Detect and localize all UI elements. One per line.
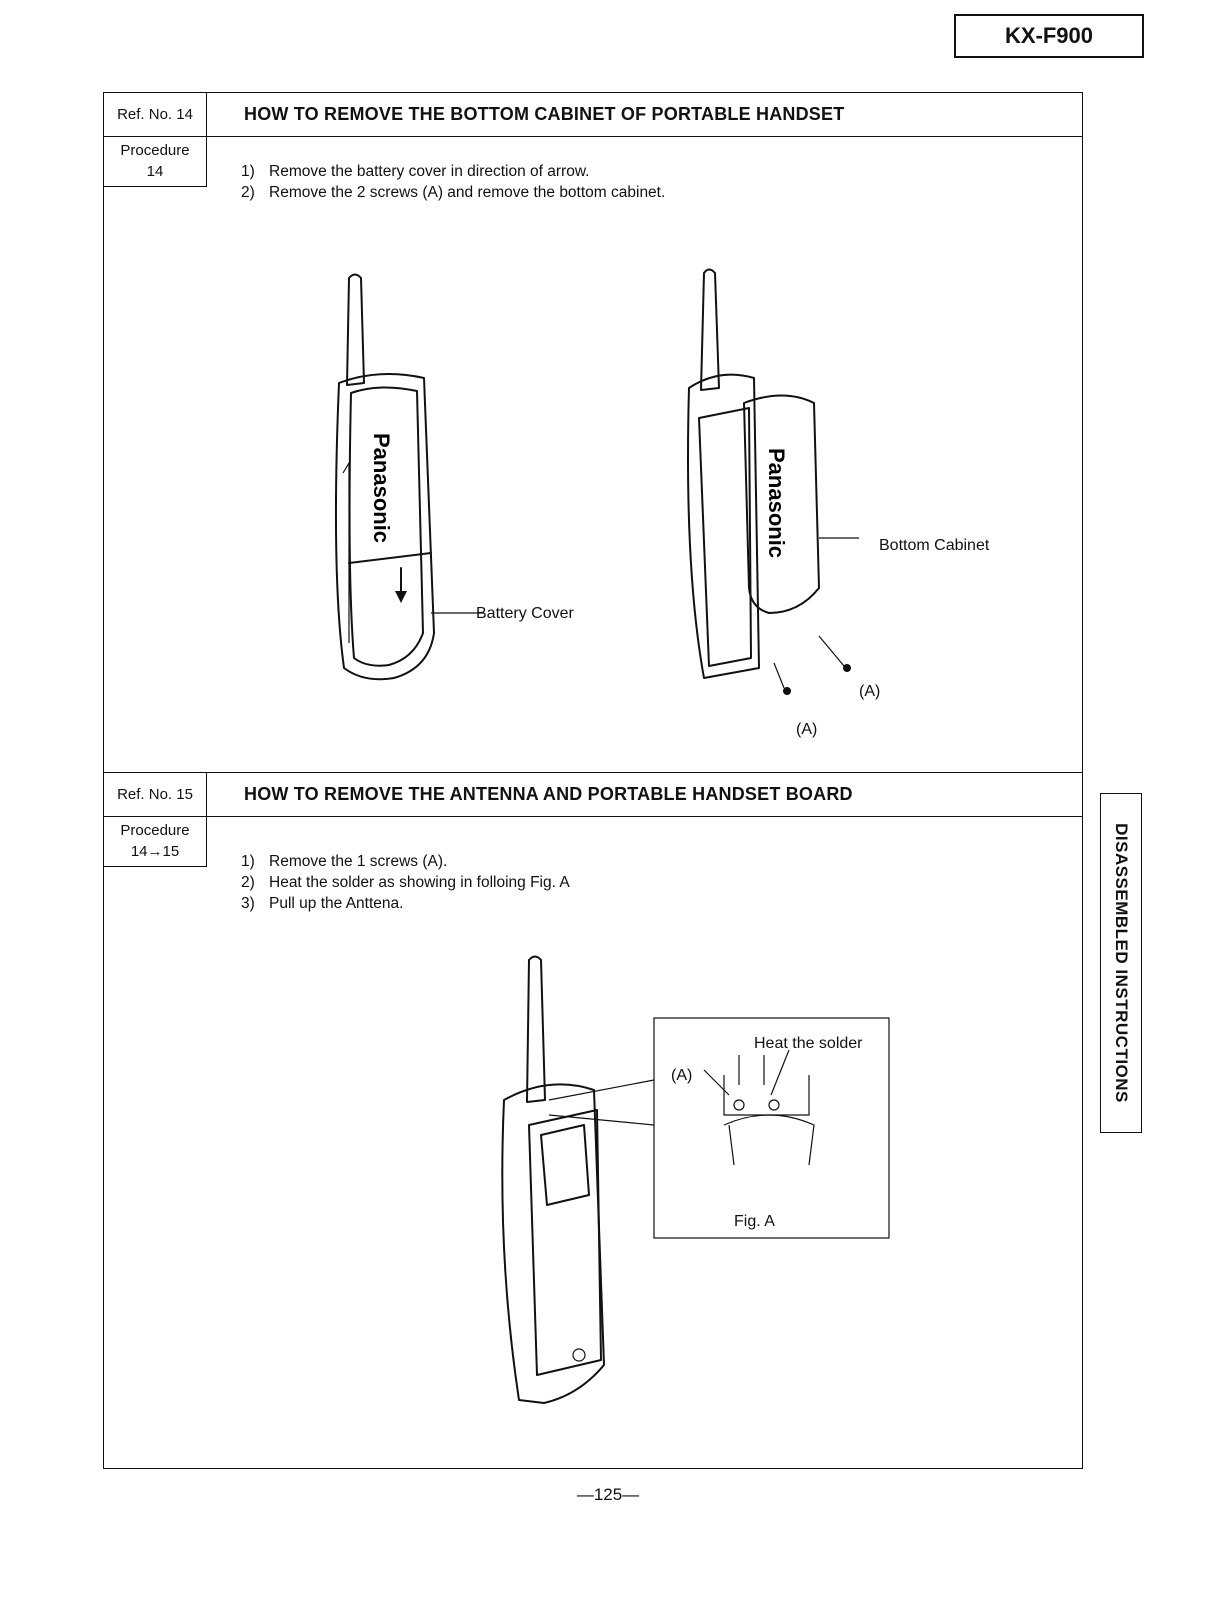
step-item: 1)Remove the 1 screws (A).: [241, 853, 448, 870]
model-number: KX-F900: [1004, 23, 1094, 48]
procedure-box-15: Procedure 14→15: [103, 817, 207, 867]
procedure-value: 14→15: [130, 843, 180, 860]
section-14-title: HOW TO REMOVE THE BOTTOM CABINET OF PORT…: [244, 104, 845, 124]
procedure-value: 14: [146, 163, 164, 180]
section-15-steps: 1)Remove the 1 screws (A). 2)Heat the so…: [241, 851, 570, 914]
bottom-cabinet-label: Bottom Cabinet: [879, 537, 990, 554]
page-number: —125—: [576, 1485, 640, 1504]
screw-a-label-1: (A): [859, 683, 881, 700]
brand-logo-2: Panasonic: [764, 448, 789, 558]
side-tab: DISASSEMBLED INSTRUCTIONS: [1100, 793, 1142, 1133]
handset-bottom-cabinet-illustration: Panasonic: [687, 268, 859, 695]
screw-a-label-3: (A): [671, 1067, 693, 1084]
screw-a-label-2: (A): [796, 721, 818, 738]
procedure-box-14: Procedure 14: [103, 137, 207, 187]
step-item: 3)Pull up the Anttena.: [241, 895, 404, 912]
section-14-steps: 1)Remove the battery cover in direction …: [241, 161, 665, 203]
step-item: 1)Remove the battery cover in direction …: [241, 163, 590, 180]
ref-number-15: Ref. No. 15: [104, 773, 207, 816]
side-tab-label: DISASSEMBLED INSTRUCTIONS: [1112, 823, 1131, 1103]
handset-battery-cover-illustration: Panasonic: [334, 273, 484, 681]
model-number-box: KX-F900: [954, 14, 1144, 58]
battery-cover-label: Battery Cover: [476, 605, 574, 622]
handset-antenna-illustration: [501, 955, 890, 1404]
section-14-header: Ref. No. 14 HOW TO REMOVE THE BOTTOM CAB…: [104, 93, 1082, 137]
heat-solder-label: Heat the solder: [754, 1035, 863, 1052]
section-15-header: Ref. No. 15 HOW TO REMOVE THE ANTENNA AN…: [104, 773, 1082, 817]
step-item: 2)Heat the solder as showing in folloing…: [241, 874, 570, 891]
step-item: 2)Remove the 2 screws (A) and remove the…: [241, 184, 666, 201]
procedure-label: Procedure: [120, 822, 190, 839]
fig-a-caption: Fig. A: [734, 1213, 775, 1230]
section-divider: [104, 772, 1082, 773]
procedure-label: Procedure: [120, 142, 190, 159]
ref-number-14: Ref. No. 14: [104, 93, 207, 136]
section-15-title: HOW TO REMOVE THE ANTENNA AND PORTABLE H…: [244, 784, 853, 804]
content-frame: Ref. No. 14 HOW TO REMOVE THE BOTTOM CAB…: [103, 92, 1083, 1469]
brand-logo-1: Panasonic: [369, 433, 394, 543]
